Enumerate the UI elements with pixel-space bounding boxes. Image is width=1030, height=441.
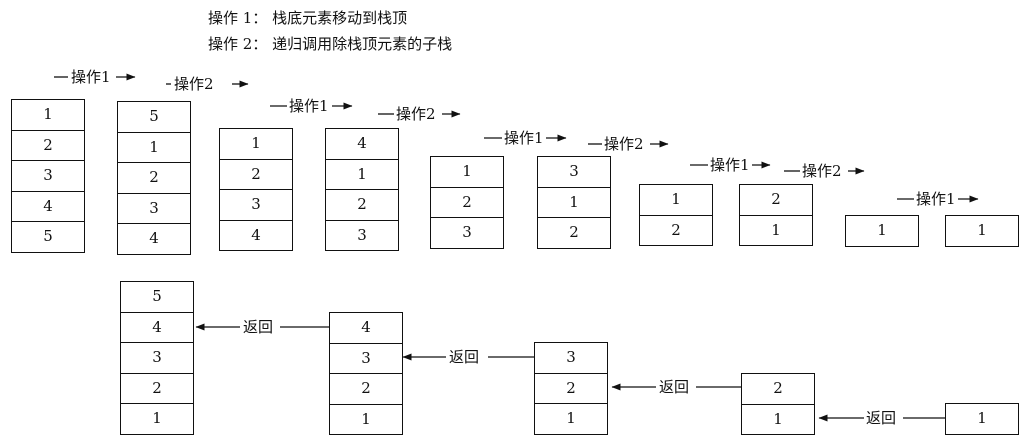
stack-cell: 2 [330, 374, 402, 405]
op2-label: 操作2 [173, 75, 215, 93]
stack-cell: 4 [330, 313, 402, 344]
stack-cell: 1 [12, 100, 84, 131]
stack-cell: 1 [771, 220, 781, 239]
stack-cell: 4 [251, 225, 261, 244]
stack-cell: 3 [121, 343, 193, 374]
op1-label: 操作1 [915, 190, 957, 208]
stack-cell: 3 [118, 194, 190, 224]
stack-top-8: 2 1 [739, 184, 813, 246]
stack-cell: 3 [535, 343, 607, 374]
stack-cell: 3 [220, 190, 292, 221]
stack-cell: 1 [152, 409, 162, 427]
op2-label: 操作2 [801, 162, 843, 180]
stack-cell: 2 [326, 190, 398, 221]
stack-top-3: 1 2 3 4 [219, 128, 293, 251]
stack-cell: 1 [640, 185, 712, 216]
return-label: 返回 [448, 348, 481, 366]
stack-top-2: 5 1 2 3 4 [117, 101, 191, 255]
return-label: 返回 [658, 378, 691, 396]
op2-label: 操作2 [603, 135, 645, 153]
stack-bottom-4: 2 1 [741, 373, 815, 435]
stack-top-7: 1 2 [639, 184, 713, 246]
stack-cell: 1 [220, 129, 292, 160]
stack-cell: 5 [121, 282, 193, 313]
stack-cell: 1 [538, 188, 610, 218]
op1-label: 操作1 [288, 97, 330, 115]
op1-label: 操作1 [503, 129, 545, 147]
stack-cell: 1 [118, 133, 190, 163]
stack-cell: 3 [12, 161, 84, 192]
stack-bottom-1: 5 4 3 2 1 [120, 281, 194, 435]
return-label: 返回 [242, 318, 275, 336]
stack-cell: 2 [671, 220, 681, 239]
stack-cell: 2 [431, 188, 503, 218]
stack-cell: 3 [462, 223, 472, 241]
stack-cell: 2 [118, 163, 190, 194]
op2-label: 操作2 [395, 105, 437, 123]
stack-cell: 2 [742, 374, 814, 405]
stack-cell: 2 [535, 374, 607, 404]
return-label: 返回 [865, 409, 898, 427]
stack-top-9: 1 [845, 215, 919, 247]
stack-top-5: 1 2 3 [430, 156, 504, 249]
stack-cell: 2 [569, 223, 579, 241]
stack-top-10: 1 [945, 215, 1019, 247]
stack-bottom-5: 1 [945, 403, 1019, 435]
stack-cell: 2 [740, 185, 812, 216]
stack-bottom-3: 3 2 1 [534, 342, 608, 435]
stack-cell: 2 [121, 374, 193, 404]
stack-top-4: 4 1 2 3 [325, 128, 399, 251]
stack-cell: 2 [220, 160, 292, 190]
stack-cell: 2 [12, 131, 84, 161]
op1-label: 操作1 [709, 156, 751, 174]
op1-label: 操作1 [70, 68, 112, 86]
stack-cell: 3 [538, 157, 610, 188]
stack-cell: 4 [326, 129, 398, 160]
stack-cell: 1 [566, 409, 576, 427]
legend-operation-2: 操作 2： 递归调用除栈顶元素的子栈 [208, 35, 453, 53]
stack-cell: 1 [773, 409, 783, 428]
stack-cell: 4 [121, 313, 193, 343]
stack-cell: 1 [361, 409, 371, 428]
legend-operation-1: 操作 1： 栈底元素移动到栈顶 [208, 9, 408, 27]
stack-cell: 4 [12, 192, 84, 222]
stack-top-6: 3 1 2 [537, 156, 611, 249]
stack-cell: 1 [977, 409, 987, 427]
stack-cell: 1 [877, 221, 887, 239]
stack-bottom-2: 4 3 2 1 [329, 312, 403, 435]
stack-cell: 3 [357, 225, 367, 244]
stack-cell: 1 [431, 157, 503, 188]
stack-cell: 4 [149, 229, 159, 247]
stack-cell: 5 [118, 102, 190, 133]
stack-cell: 3 [330, 344, 402, 374]
stack-cell: 1 [977, 221, 987, 239]
stack-top-1: 1 2 3 4 5 [11, 99, 85, 253]
stack-cell: 1 [326, 160, 398, 190]
stack-cell: 5 [43, 227, 53, 245]
